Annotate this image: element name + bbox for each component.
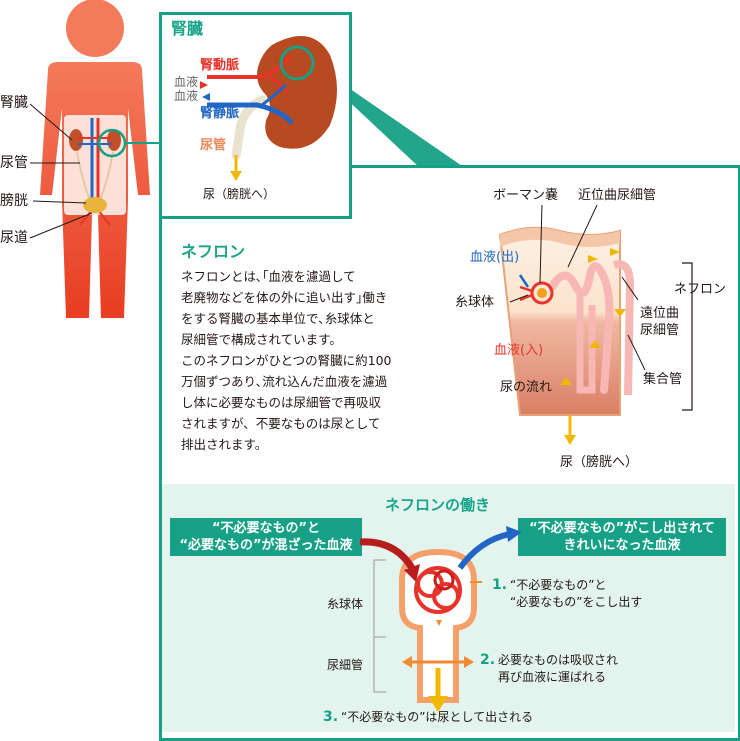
nephron-body-line: 万個ずつあり､流れ込んだ血液を濾過 [181,374,388,389]
label-urine-to-bladder: 尿（膀胱へ） [560,455,639,470]
collecting-duct [612,260,635,396]
nephron-description: ネフロンとは､｢血液を濾過して 老廃物などを体の外に追い出す｣働き をする腎臓の… [181,266,391,455]
step-3-number: 3. [323,709,339,725]
nephron-body-line: されますが、不要なものは尿として [181,416,381,431]
nephron-body-line: 排出されます。 [181,437,268,452]
step-1-number: 1. [492,577,508,593]
nephron-body-line: このネフロンがひとつの腎臓に約100 [181,353,392,368]
clean-blood-line: “不必要なもの”がこし出されて [529,521,715,536]
nephron-body-line: ネフロンとは､｢血液を濾過して [181,269,356,284]
step-3-text: “不必要なもの”は尿として出される [341,710,534,724]
step-2-line-1: 必要なものは吸収され [498,653,619,667]
human-body-figure [29,0,162,318]
mixed-blood-line: “不必要なもの”と [211,521,321,536]
glomerulus-circle [530,281,554,305]
bladder [83,197,107,213]
function-title: ネフロンの働き [385,496,491,514]
label-urethra: 尿道 [0,230,28,246]
nephron-body-line: 老廃物などを体の外に追い出す｣働き [181,290,388,305]
label-glomerulus: 糸球体 [455,295,495,310]
kidney-label-blood-2: 血液 [174,89,199,103]
nephron-function-diagram [360,526,522,712]
kidney-label-ureter: 尿管 [200,138,227,153]
nephron-diagram [498,205,693,445]
kidney-label-renal-vein: 腎静脈 [200,106,240,121]
glomerulus-coil [414,566,462,614]
left-kidney [69,129,83,151]
kidney-illustration [200,36,337,181]
label-nephron: ネフロン [674,282,727,297]
label-distal-tubule-1: 遠位曲 [640,306,680,321]
kidney-label-renal-artery: 腎動脈 [200,58,240,73]
clean-blood-box: “不必要なもの”がこし出されて きれいになった血液 [518,518,726,556]
label-urine-flow: 尿の流れ [500,380,553,395]
kidney-label-blood-1: 血液 [174,75,199,89]
nephron-body-line: し体に必要なものは尿細管で再吸収 [181,395,382,410]
label-ureter: 尿管 [0,155,28,171]
label-proximal-tubule: 近位曲尿細管 [578,188,657,203]
nephron-body-line: をする腎臓の基本単位で､糸球体と [181,311,375,326]
label-collecting-duct: 集合管 [643,372,683,387]
urine-arrow [230,171,242,181]
step-2-line-2: 再び血液に運ばれる [498,670,607,684]
nephron-title: ネフロン [181,242,246,261]
clean-blood-line: きれいになった血液 [563,538,681,553]
right-kidney [107,129,121,151]
mixed-blood-line: “必要なもの”が混ざった血液 [179,538,353,553]
label-kidney: 腎臓 [0,95,28,111]
label-bowman-capsule: ボーマン嚢 [493,188,559,203]
kidney-label-urine: 尿（膀胱へ） [203,187,276,201]
kidney-shape [257,36,337,149]
label-blood-in: 血液(入) [494,343,544,358]
tubule-loop [548,262,614,394]
step-1-line-2: “必要なもの”をこし出す [510,595,643,609]
nephron-zoom-ring [279,45,315,81]
step-2-number: 2. [480,652,496,668]
head [66,0,124,57]
label-distal-tubule-2: 尿細管 [640,323,680,338]
step-1-line-1: “不必要なもの”と [510,578,607,592]
label-blood-out: 血液(出) [470,250,520,265]
ureter-tube [231,95,267,160]
nephron-body-line: 尿細管で構成されています。 [181,332,342,347]
kidney-panel-title: 腎臓 [171,19,204,38]
label-bladder: 膀胱 [0,193,28,209]
function-label-tubule: 尿細管 [327,658,364,672]
mixed-blood-box: “不必要なもの”と “必要なもの”が混ざった血液 [170,518,362,556]
function-label-glomerulus: 糸球体 [327,597,364,611]
